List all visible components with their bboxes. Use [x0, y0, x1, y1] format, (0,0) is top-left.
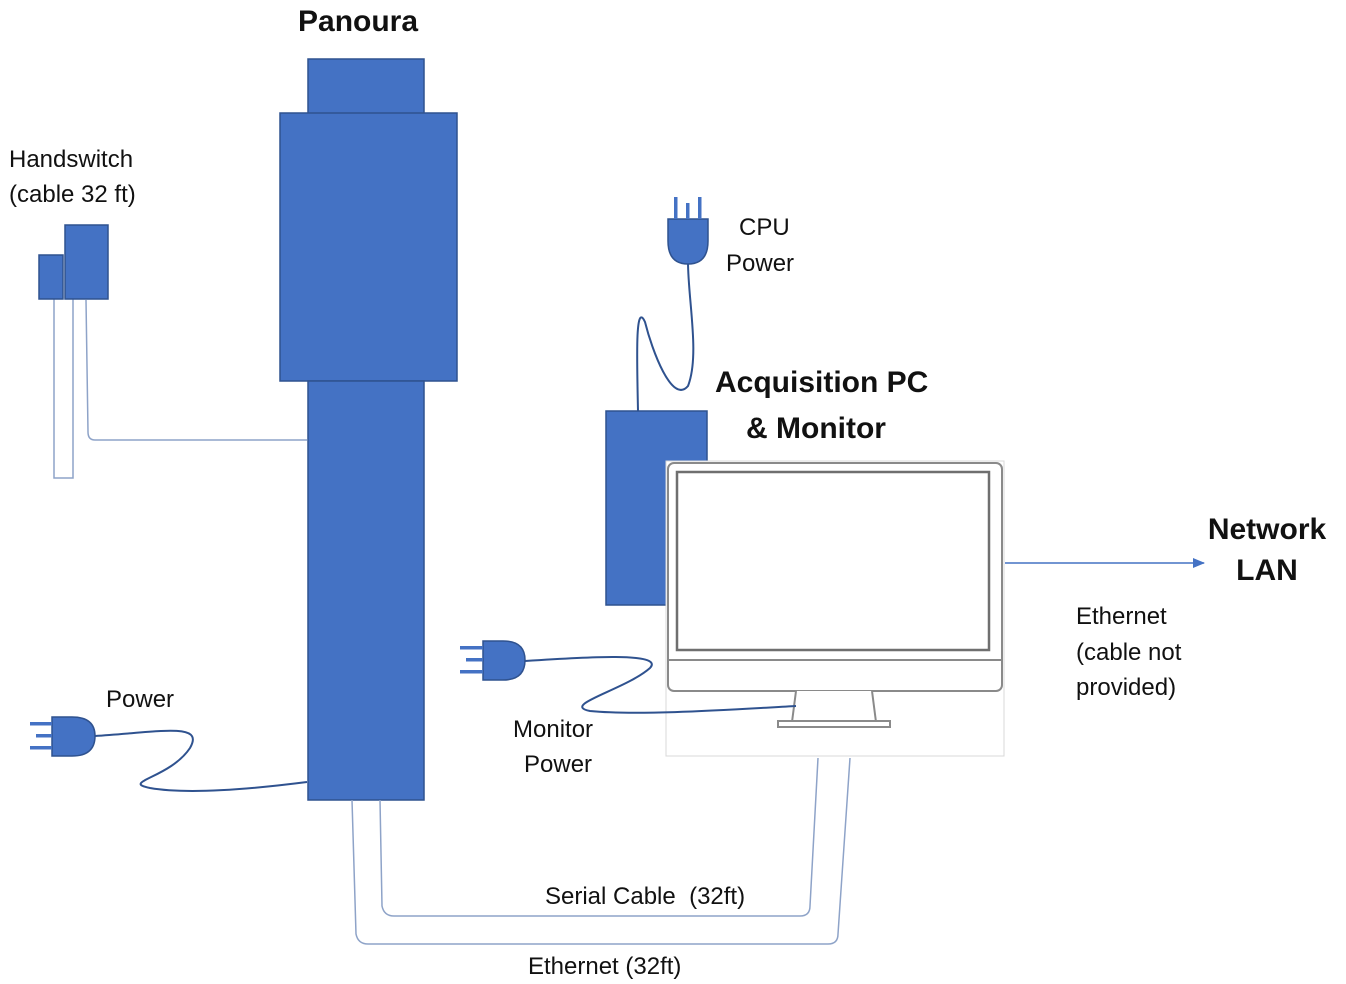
- cpu-power-label-line2: Power: [726, 250, 795, 277]
- acquisition-title-line2: & Monitor: [746, 412, 886, 445]
- ethernet-note-line2: (cable not: [1076, 639, 1182, 666]
- power-cable: [94, 729, 308, 792]
- panoura-head-block: [279, 112, 458, 382]
- handswitch-label-line1: Handswitch: [9, 146, 134, 173]
- panoura-device: [279, 58, 458, 801]
- power-plug-icon: [30, 716, 96, 757]
- ethernet-cable-label: Ethernet (32ft): [528, 953, 682, 980]
- serial-cable-label: Serial Cable (32ft): [545, 883, 746, 910]
- power-label: Power: [106, 686, 175, 713]
- monitor-power-label-line2: Power: [524, 751, 593, 778]
- handswitch-cable: [85, 299, 307, 441]
- handswitch-large-block: [64, 224, 109, 300]
- monitor-icon: [665, 460, 1005, 757]
- ethernet-cable: [351, 757, 851, 945]
- cpu-power-label-line1: CPU: [739, 214, 790, 241]
- serial-cable: [379, 757, 819, 917]
- monitor-power-label-line1: Monitor: [513, 716, 594, 743]
- acquisition-title-line1: Acquisition PC: [715, 366, 929, 399]
- ethernet-note-line3: provided): [1076, 674, 1177, 701]
- power-plug-icon: [667, 197, 709, 265]
- handswitch-label-line2: (cable 32 ft): [9, 181, 136, 208]
- handswitch-device: [38, 224, 109, 300]
- panoura-top-block: [307, 58, 425, 115]
- power-plug-icon: [460, 640, 526, 681]
- panoura-column: [307, 380, 425, 801]
- handswitch-stem: [53, 298, 74, 479]
- cpu-power-cable: [636, 261, 695, 412]
- network-title-line2: LAN: [1236, 554, 1298, 587]
- network-title-line1: Network: [1207, 513, 1327, 546]
- handswitch-small-block: [38, 254, 64, 300]
- ethernet-note-line1: Ethernet: [1076, 603, 1167, 630]
- monitor-power-cable: [524, 655, 797, 714]
- panoura-title: Panoura: [298, 5, 419, 38]
